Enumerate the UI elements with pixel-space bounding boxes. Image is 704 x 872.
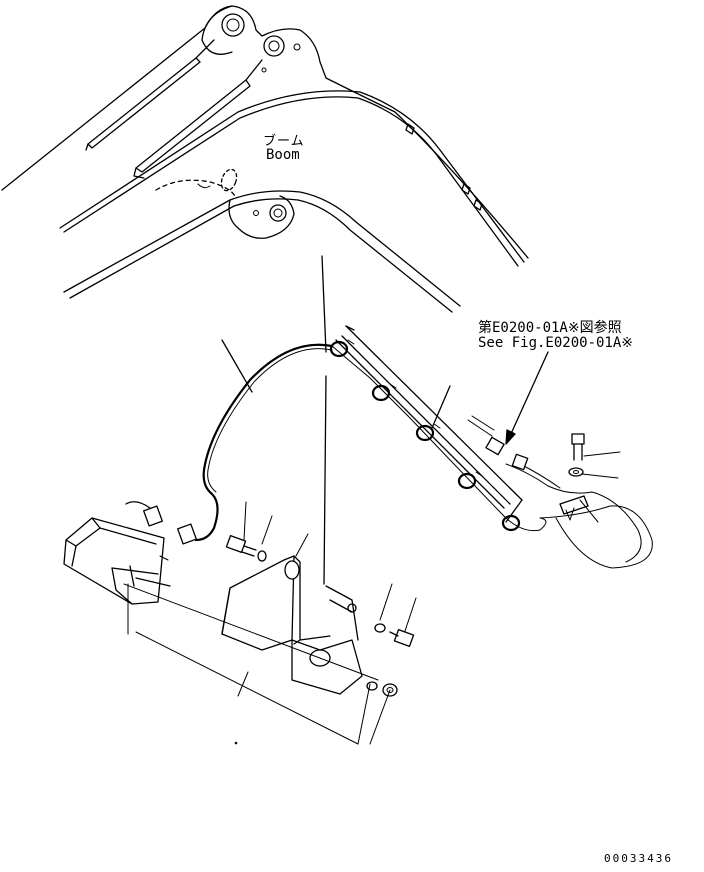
reference-arrow [505, 351, 549, 445]
leader-lines [123, 255, 621, 745]
work-lamp [63, 517, 171, 605]
fasteners [225, 534, 415, 697]
wire-harness [194, 335, 653, 569]
boom-label-en: Boom [266, 147, 300, 163]
reference-label-en: See Fig.E0200-01A※ [478, 335, 634, 351]
harness-clamps [329, 339, 521, 532]
lower-boom [63, 168, 461, 313]
reference-label-jp: 第E0200-01A※図参照 [478, 320, 622, 336]
right-hardware [559, 433, 589, 521]
upper-boom [1, 5, 529, 267]
connectors [125, 415, 529, 545]
boom-label-jp: ブーム [263, 134, 305, 149]
drawing-number: 00033436 [604, 852, 673, 865]
lamp-bracket [221, 555, 363, 695]
